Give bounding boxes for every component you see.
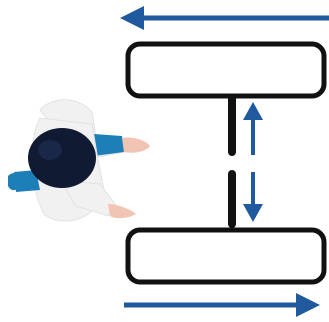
arrow-up-icon	[243, 102, 263, 155]
arrow-right-icon	[124, 293, 320, 317]
arrow-left-icon	[120, 6, 329, 30]
person-top-view-icon	[8, 99, 150, 222]
bottom-box	[125, 227, 327, 285]
arrow-down-icon	[243, 172, 263, 222]
top-box	[125, 41, 327, 99]
